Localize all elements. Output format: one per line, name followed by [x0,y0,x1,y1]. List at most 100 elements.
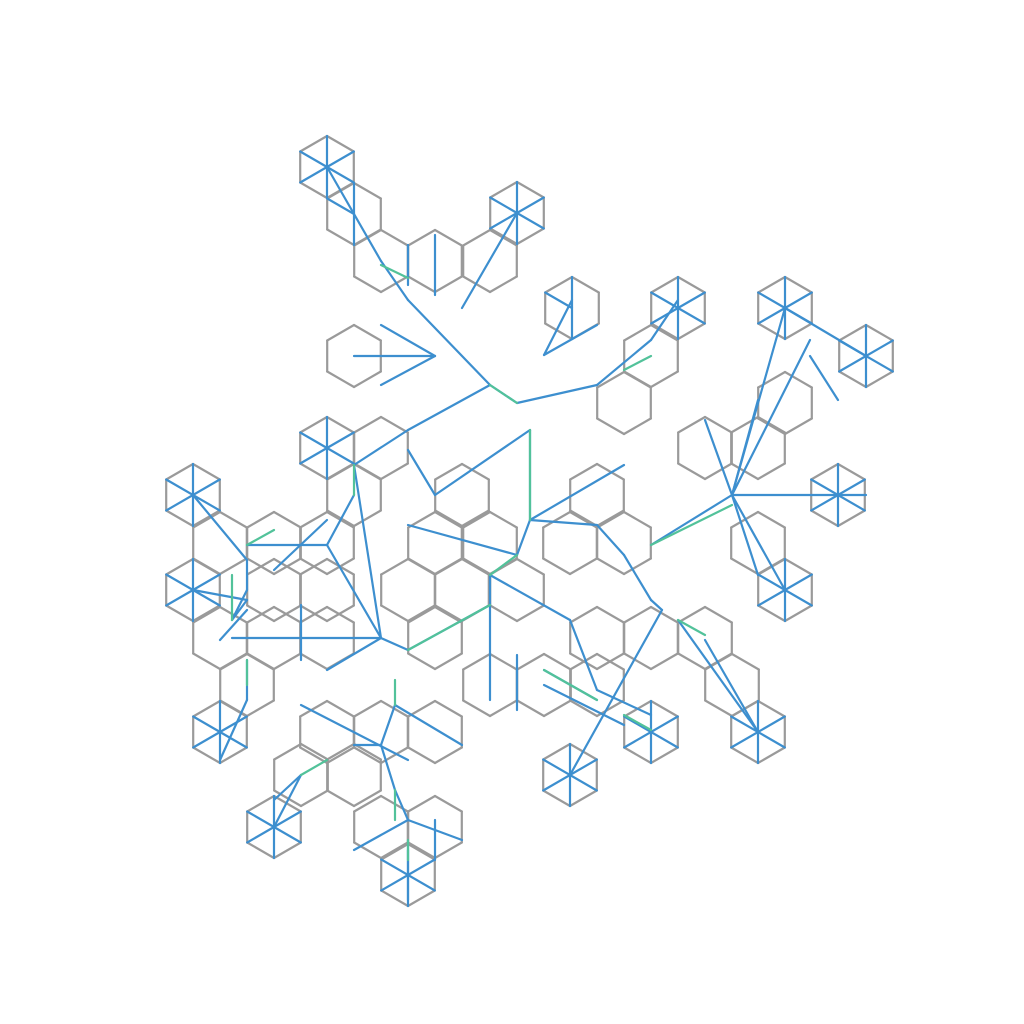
hex-edge [299,134,329,153]
primary-edge [379,636,410,652]
hex-edge [433,605,463,624]
hex-edge [299,462,329,481]
primary-edge [191,588,249,602]
hex-edge [379,275,409,294]
secondary-edge [488,383,519,405]
hex-edge [192,699,222,718]
primary-edge [379,323,437,358]
hex-edge [515,604,545,623]
hex-edge [246,557,276,576]
hex-edge [489,604,519,623]
hex-edge [299,699,329,718]
primary-edge [808,354,840,402]
hex-edge [677,415,707,434]
primary-edge [230,598,249,622]
hex-edge [407,228,437,247]
hex-edge [596,557,626,576]
hex-edge [783,370,813,389]
hex-edge [596,370,626,389]
hex-edge [325,699,355,718]
primary-edge [783,306,868,358]
primary-edge [379,703,397,747]
hex-edge [677,462,707,481]
hex-edge [542,652,572,671]
hex-edge [433,699,463,718]
hex-edge [460,557,490,576]
hex-edge [379,415,409,434]
hex-edge [434,509,464,528]
hex-edge [407,841,437,860]
primary-edge [730,398,760,497]
primary-edge [568,618,599,692]
hex-edge [838,323,868,342]
hex-edge [273,789,303,808]
hex-edge [246,841,276,860]
hex-edge [676,322,706,341]
primary-edge [730,493,787,592]
hex-edge [489,180,519,199]
hex-edge [165,557,195,576]
hex-edge [757,417,787,436]
hex-edge [623,652,653,671]
hex-edge [488,652,518,671]
primary-edge [595,338,653,387]
hex-edge [676,275,706,294]
hex-edge [299,181,329,200]
secondary-edge [622,354,653,372]
hex-edge [515,557,545,576]
hex-edge [488,275,518,294]
hex-edge [730,557,760,576]
hex-spoke [192,715,248,749]
hex-edge [325,746,355,765]
hex-edge [352,789,382,808]
hex-edge [191,604,221,623]
primary-edge [595,688,653,717]
hex-edge [191,557,221,576]
hex-edge [218,557,248,576]
primary-edge [730,338,812,497]
hex-edge [379,228,409,247]
hex-edge [756,462,786,481]
hex-edge [299,605,329,624]
hex-edge [542,742,572,761]
hex-edge [192,652,222,671]
hex-edge [756,699,786,718]
hex-edge [353,746,383,765]
hex-edge [756,510,786,529]
hex-edge [757,275,787,294]
hex-edge [165,462,195,481]
secondary-edge [406,603,492,652]
hex-edge [622,370,652,389]
hex-edge [407,605,437,624]
hex-edge [272,794,302,813]
primary-edge [272,773,303,829]
hex-edge [568,789,598,808]
hex-edge [836,509,866,528]
primary-edge [352,463,383,640]
hex-edge [352,181,382,200]
hex-edge [570,275,600,294]
hex-edge [299,742,329,761]
hex-edge [595,605,625,624]
hex-edge [838,370,868,389]
hex-edge [325,605,355,624]
hex-edge [433,794,463,813]
hex-edge [488,510,518,529]
hex-edge [756,415,786,434]
primary-edge [272,773,303,802]
primary-edge [595,523,626,557]
hex-edge [677,652,707,671]
primary-edge [406,383,492,432]
hex-edge [353,699,383,718]
hex-edge [325,604,355,623]
secondary-edge [488,553,519,577]
hex-edge [272,604,302,623]
hex-edge [810,509,840,528]
hex-edge [246,605,276,624]
hex-edge [810,462,840,481]
hex-edge [542,699,572,718]
hex-edge [165,509,195,528]
hex-edge [352,742,382,761]
hex-edge [650,322,680,341]
secondary-edge [649,503,734,547]
